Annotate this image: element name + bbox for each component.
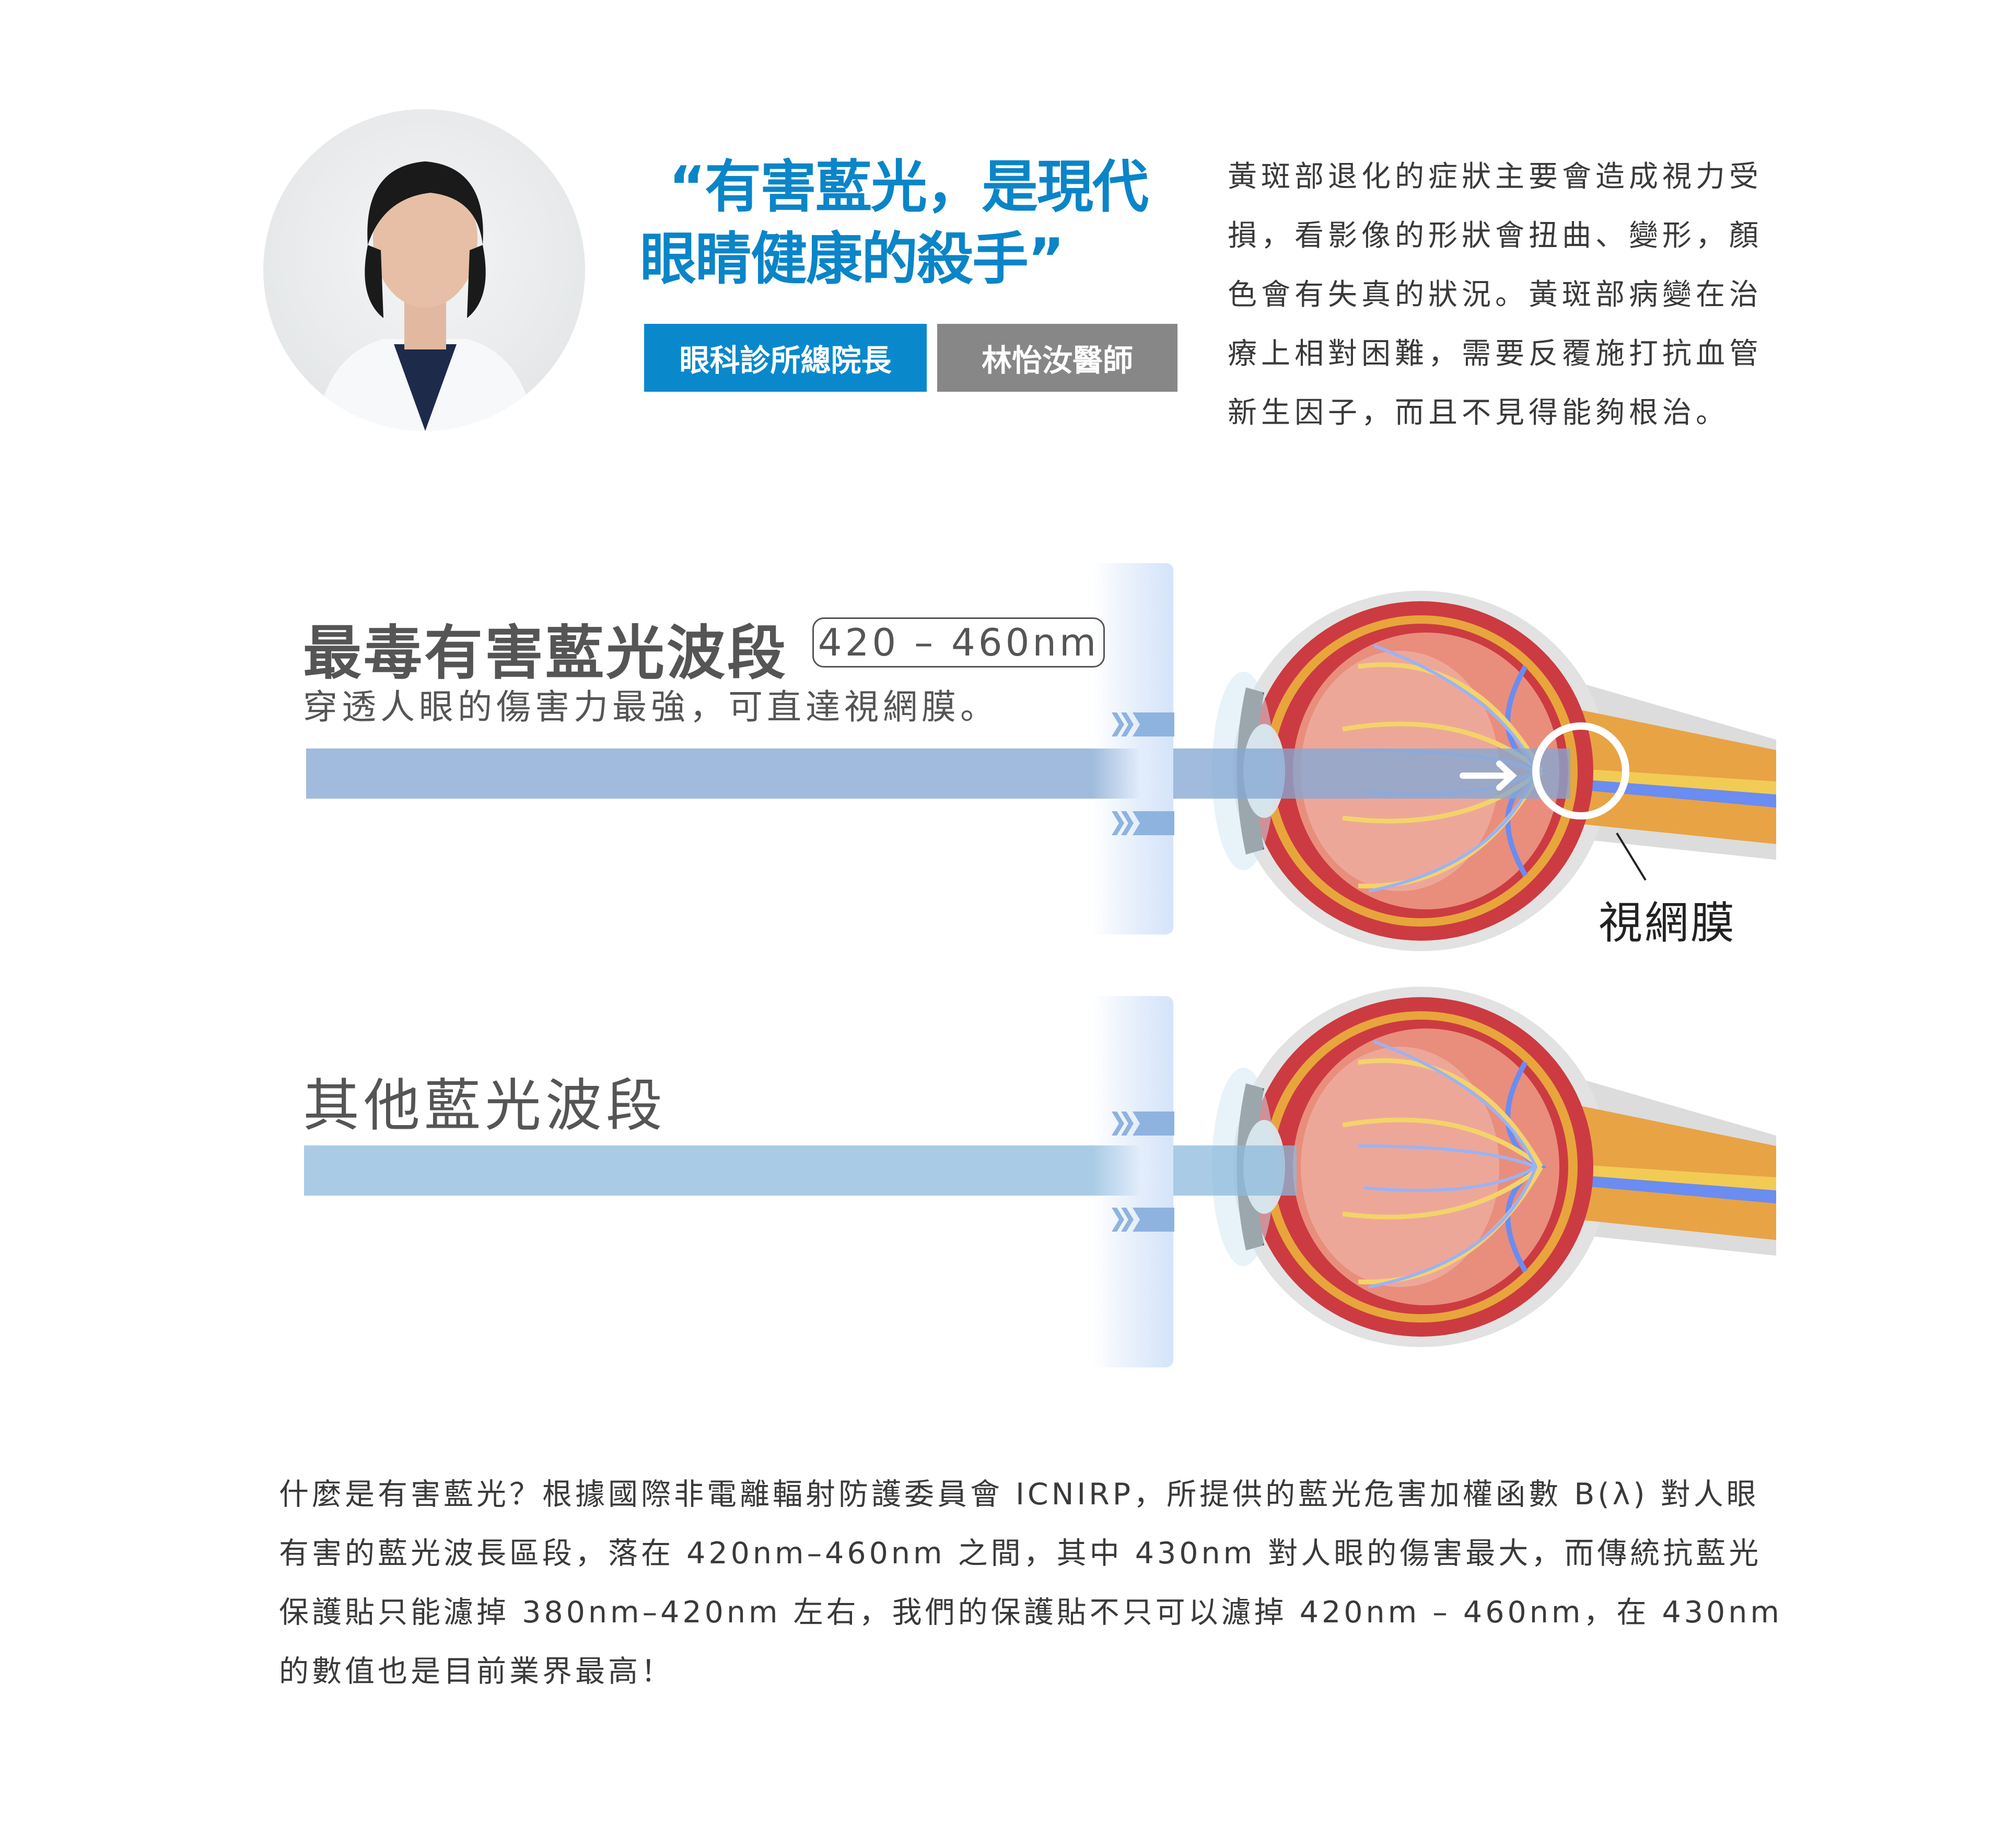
intro-line: 新生因子，而且不見得能夠根治。 [1228, 396, 1729, 430]
doctor-title-badge: 眼科診所總院長 [644, 324, 927, 392]
harmful-band-title: 最毒有害藍光波段 [303, 619, 788, 687]
retina-highlight [1460, 761, 1517, 791]
intro-paragraph: 黃斑部退化的症狀主要會造成視力受 損，看影像的形狀會扭曲、變形，顏 色會有失真的… [1228, 147, 1771, 442]
chevrons-icon [1112, 1112, 1174, 1136]
intro-line: 損，看影像的形狀會扭曲、變形，顏 [1228, 219, 1763, 253]
doctor-name-badge: 林怡汝醫師 [937, 324, 1177, 392]
explanation-line: 什麼是有害藍光？根據國際非電離輻射防護委員會 ICNIRP，所提供的藍光危害加權… [279, 1477, 1759, 1512]
chevrons-icon [1112, 712, 1174, 736]
retina-circle [1532, 722, 1629, 820]
quote-line-1: “有害藍光，是現代 [669, 155, 1149, 220]
retina-pointer-line [1616, 832, 1647, 881]
eye-diagram-other [1212, 968, 1797, 1365]
intro-line: 色會有失真的狀況。黃斑部病變在治 [1228, 278, 1763, 312]
quote-line-2: 眼睛健康的殺手” [640, 227, 1065, 292]
intro-line: 療上相對困難，需要反覆施打抗血管 [1228, 337, 1763, 371]
harmful-blue-light-beam [306, 748, 1570, 799]
harmful-band-subtitle: 穿透人眼的傷害力最強，可直達視網膜。 [303, 687, 999, 727]
filter-panel [1092, 996, 1173, 1367]
explanation-line: 保護貼只能濾掉 380nm–420nm 左右，我們的保護貼不只可以濾掉 420n… [279, 1595, 1782, 1630]
explanation-paragraph: 什麼是有害藍光？根據國際非電離輻射防護委員會 ICNIRP，所提供的藍光危害加權… [279, 1465, 1794, 1701]
explanation-line: 的數值也是目前業界最高！ [279, 1654, 674, 1689]
explanation-line: 有害的藍光波長區段，落在 420nm–460nm 之間，其中 430nm 對人眼… [279, 1536, 1762, 1571]
chevrons-icon [1112, 1208, 1174, 1232]
chevrons-icon [1112, 811, 1174, 835]
doctor-photo-illustration [316, 161, 535, 431]
retina-label: 視網膜 [1599, 897, 1737, 949]
other-band-title: 其他藍光波段 [303, 1073, 667, 1139]
filter-panel [1092, 563, 1173, 934]
wavelength-range-pill: 420 – 460nm [812, 617, 1105, 668]
arrow-right-icon [1460, 761, 1517, 791]
headline-quote: “有害藍光，是現代 眼睛健康的殺手” [640, 151, 1173, 296]
intro-line: 黃斑部退化的症狀主要會造成視力受 [1228, 160, 1763, 194]
doctor-portrait [263, 109, 585, 431]
